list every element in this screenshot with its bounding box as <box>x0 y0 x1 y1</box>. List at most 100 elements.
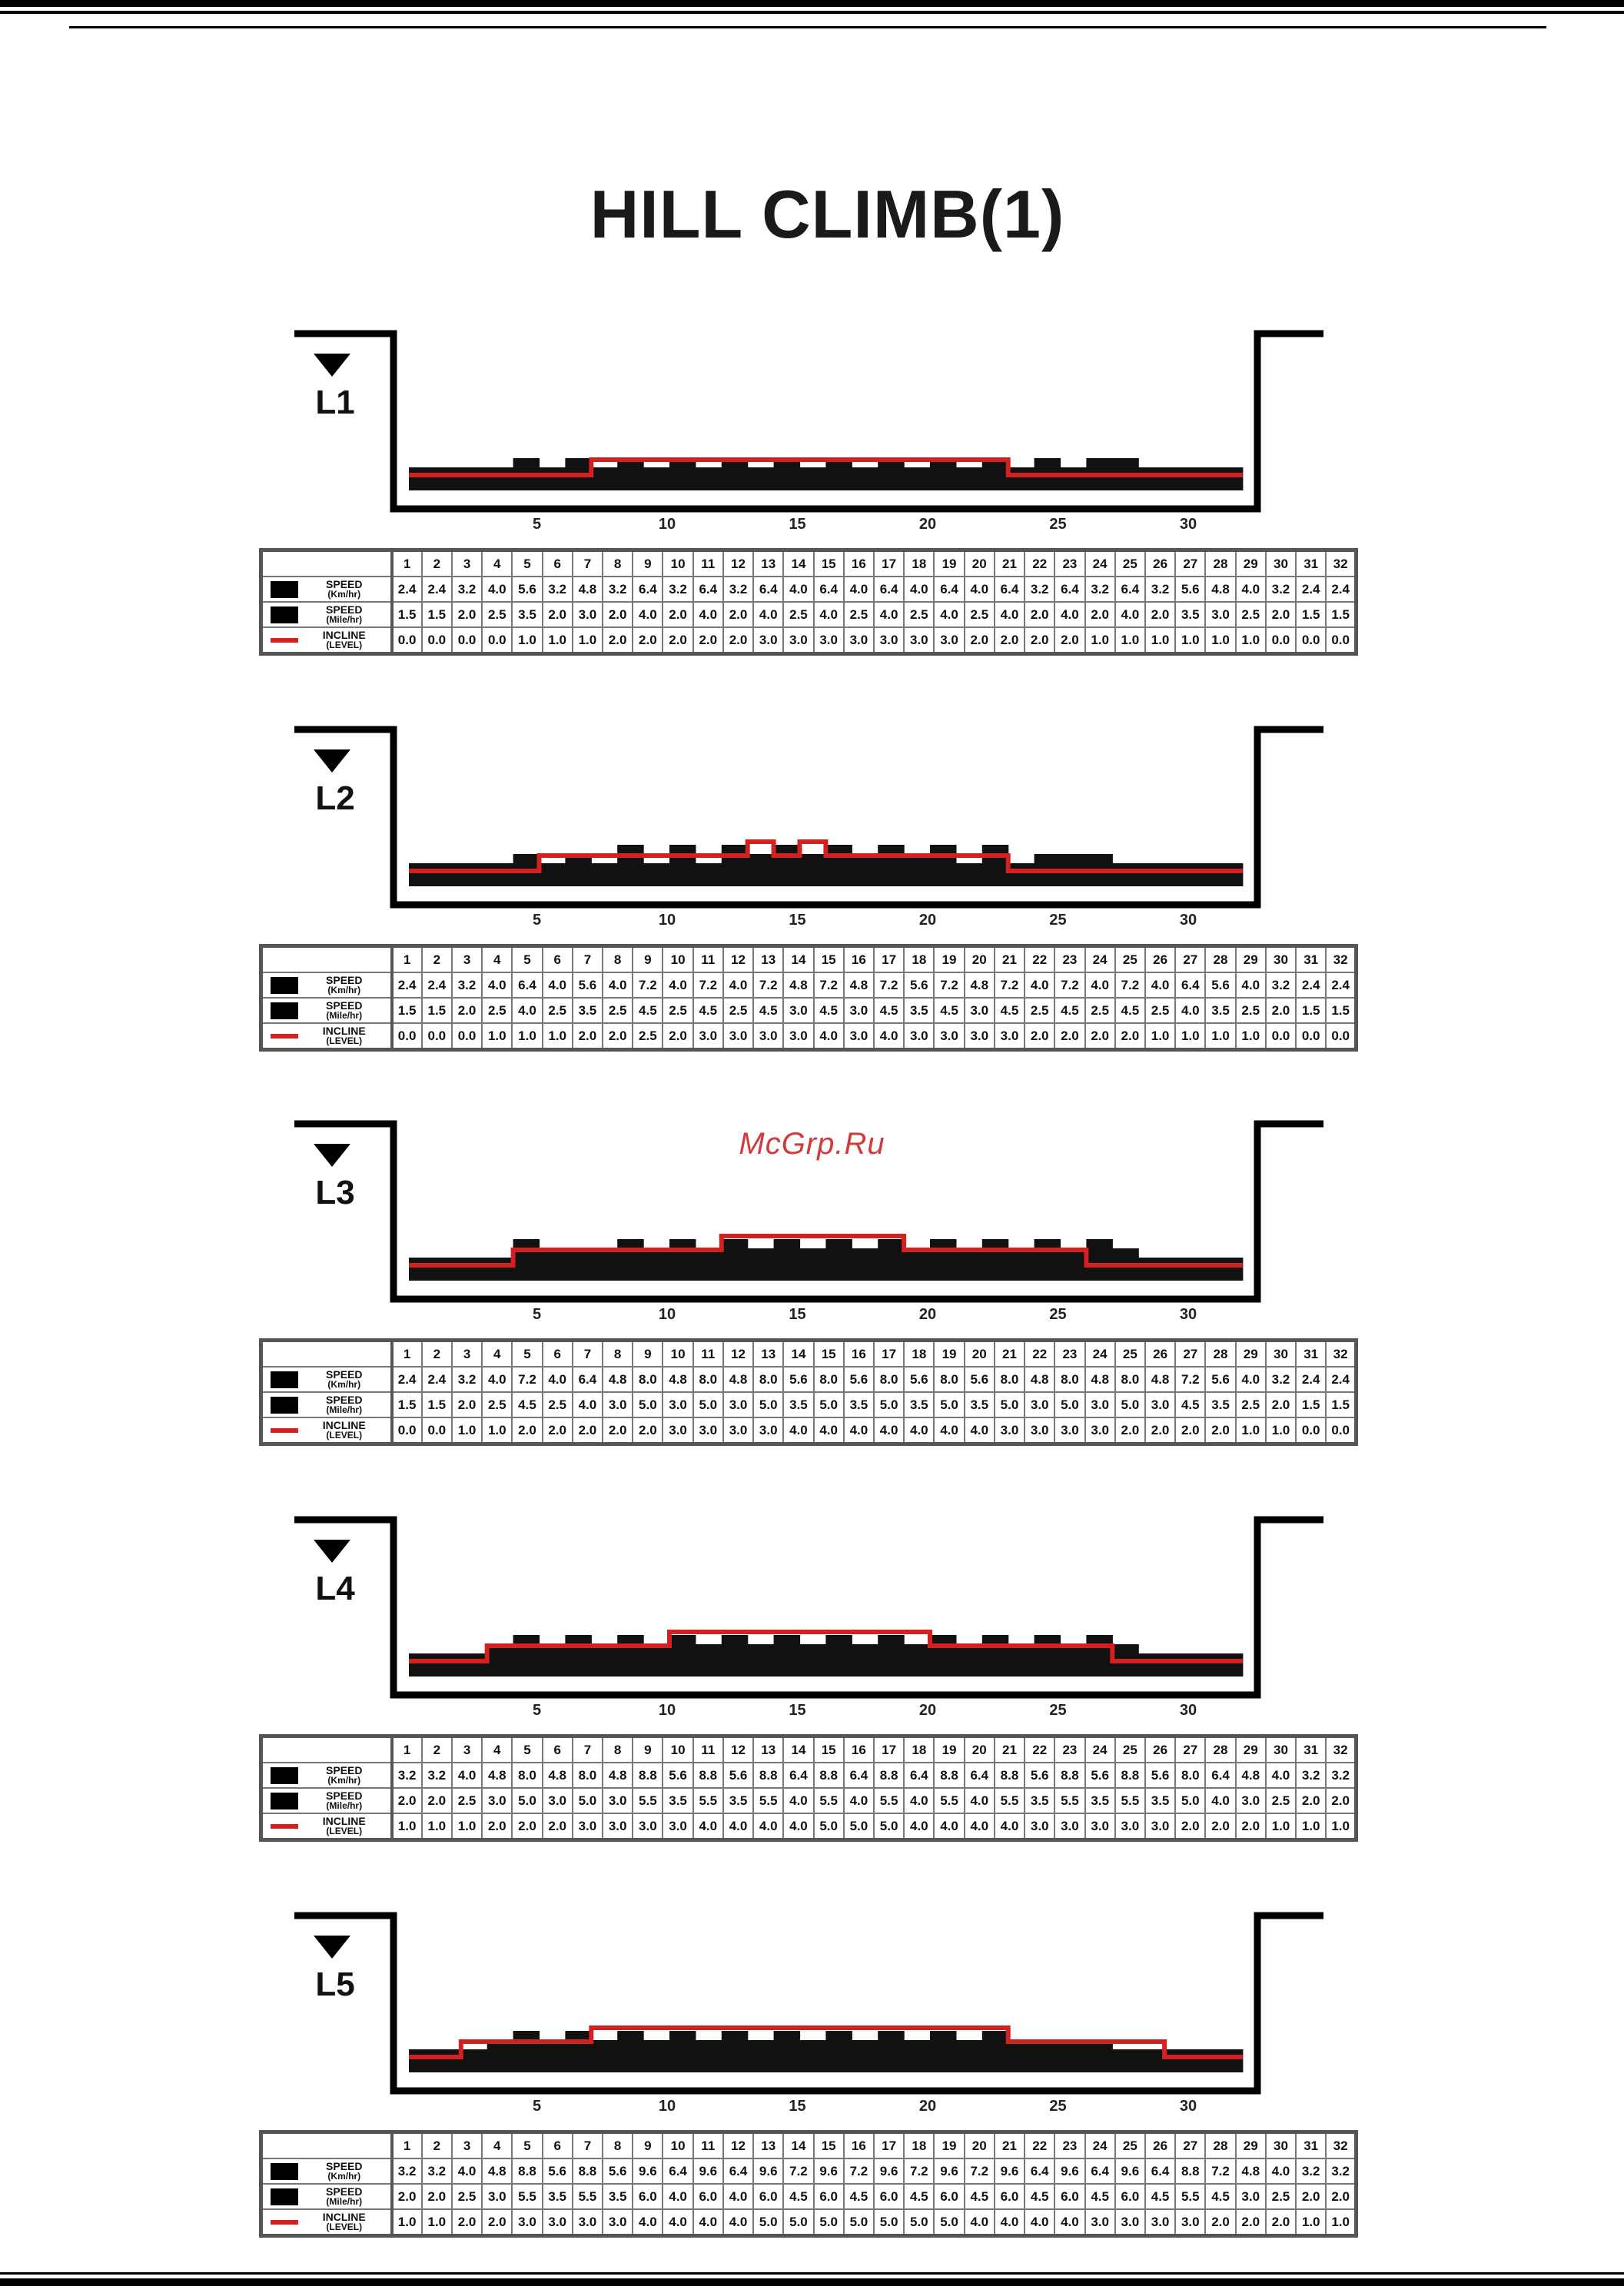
value-cell: 4.0 <box>1024 2208 1056 2237</box>
value-cell: 4.0 <box>1054 2208 1086 2237</box>
value-cell: 2.5 <box>1234 601 1267 628</box>
value-cell: 2.5 <box>903 601 935 628</box>
level-down-arrow-icon <box>314 749 350 773</box>
value-cell: 1.5 <box>1295 997 1327 1024</box>
speed-bar <box>695 1248 722 1281</box>
speed-bar <box>1008 467 1035 490</box>
speed-bar <box>955 467 983 490</box>
speed-bar <box>1138 863 1165 886</box>
value-cell: 2.0 <box>1295 2183 1327 2210</box>
value-cell: 9.6 <box>872 2158 905 2185</box>
value-cell: 6.4 <box>782 1762 815 1789</box>
segment-number: 17 <box>872 1735 905 1763</box>
speed-bar <box>930 1635 957 1677</box>
value-cell: 3.0 <box>1024 1417 1056 1445</box>
value-cell: 5.5 <box>1174 2183 1207 2210</box>
value-cell: 3.0 <box>632 1813 664 1841</box>
value-cell: 4.0 <box>993 2208 1026 2237</box>
value-cell: 4.5 <box>993 997 1026 1024</box>
value-cell: 4.0 <box>450 1762 483 1789</box>
value-cell: 6.0 <box>632 2183 664 2210</box>
value-cell: 3.0 <box>662 1417 694 1445</box>
row-legend: SPEED(Mile/hr) <box>260 2183 394 2210</box>
segment-number: 5 <box>511 549 543 577</box>
value-cell: 6.4 <box>872 576 905 603</box>
value-cell: 3.0 <box>1204 601 1237 628</box>
value-cell: 3.0 <box>722 1391 755 1418</box>
segment-number: 21 <box>993 1735 1026 1763</box>
value-cell: 5.0 <box>812 2208 845 2237</box>
legend-name: SPEED <box>326 603 363 616</box>
speed-bar <box>409 1258 436 1281</box>
value-cell: 3.0 <box>662 1391 694 1418</box>
speed-bar <box>930 2031 957 2072</box>
segment-number: 16 <box>842 1339 875 1367</box>
value-cell: 2.5 <box>1264 2183 1297 2210</box>
bottom-rule-thin <box>0 2272 1624 2275</box>
value-cell: 4.0 <box>722 2208 755 2237</box>
speed-swatch-icon <box>271 606 298 623</box>
value-cell: 2.0 <box>1054 1022 1086 1051</box>
segment-number: 25 <box>1114 549 1146 577</box>
profile-frame <box>294 1912 1323 2095</box>
speed-bar <box>487 863 514 886</box>
value-cell: 3.0 <box>511 2208 543 2237</box>
segment-number: 21 <box>993 549 1026 577</box>
speed-bar <box>1008 863 1035 886</box>
segment-number: 11 <box>692 2131 724 2159</box>
value-cell: 2.0 <box>632 1417 664 1445</box>
value-cell: 3.0 <box>842 626 875 655</box>
speed-bar <box>773 2031 801 2072</box>
segment-number: 14 <box>782 945 815 973</box>
segment-number: 25 <box>1114 1339 1146 1367</box>
value-cell: 2.0 <box>1144 601 1177 628</box>
speed-bar <box>591 1644 618 1677</box>
value-cell: 1.0 <box>1144 1022 1177 1051</box>
value-cell: 2.0 <box>963 626 995 655</box>
speed-bar <box>1191 467 1217 490</box>
axis-tick-label: 20 <box>919 1702 936 1716</box>
value-cell: 5.0 <box>812 1813 845 1841</box>
value-cell: 5.5 <box>752 1787 785 1814</box>
value-cell: 4.8 <box>1084 1366 1116 1393</box>
speed-bar <box>773 1239 801 1281</box>
value-cell: 2.5 <box>1144 997 1177 1024</box>
speed-bar <box>669 458 696 490</box>
axis-tick-label: 30 <box>1180 912 1197 926</box>
value-cell: 3.0 <box>782 1022 815 1051</box>
legend-name: SPEED <box>326 1789 363 1802</box>
speed-bar <box>747 467 775 490</box>
value-cell: 2.5 <box>481 601 513 628</box>
value-cell: 3.0 <box>602 1813 634 1841</box>
row-legend: SPEED(Mile/hr) <box>260 1787 394 1814</box>
value-cell: 1.0 <box>1234 1417 1267 1445</box>
value-cell: 2.0 <box>1234 1813 1267 1841</box>
value-cell: 4.0 <box>903 1417 935 1445</box>
speed-bar <box>669 845 696 886</box>
value-cell: 2.5 <box>722 997 755 1024</box>
value-cell: 8.0 <box>1054 1366 1086 1393</box>
value-cell: 2.0 <box>450 997 483 1024</box>
value-cell: 5.0 <box>933 2208 965 2237</box>
axis-tick-label: 5 <box>533 1702 541 1716</box>
value-cell: 8.8 <box>872 1762 905 1789</box>
speed-bar <box>1216 1258 1244 1281</box>
segment-number: 13 <box>752 945 785 973</box>
value-cell: 0.0 <box>1295 1022 1327 1051</box>
segment-number: 19 <box>933 945 965 973</box>
value-cell: 3.0 <box>1144 1813 1177 1841</box>
value-cell: 3.0 <box>662 1813 694 1841</box>
segment-number: 12 <box>722 1339 755 1367</box>
speed-bar <box>1060 1644 1087 1677</box>
level-down-arrow-icon <box>314 1936 350 1959</box>
value-cell: 4.0 <box>1234 576 1267 603</box>
speed-bar <box>539 2040 566 2072</box>
speed-bar <box>1008 1644 1035 1677</box>
legend-unit: (Mile/hr) <box>326 2195 363 2207</box>
speed-bar <box>434 863 462 886</box>
segment-number: 22 <box>1024 945 1056 973</box>
